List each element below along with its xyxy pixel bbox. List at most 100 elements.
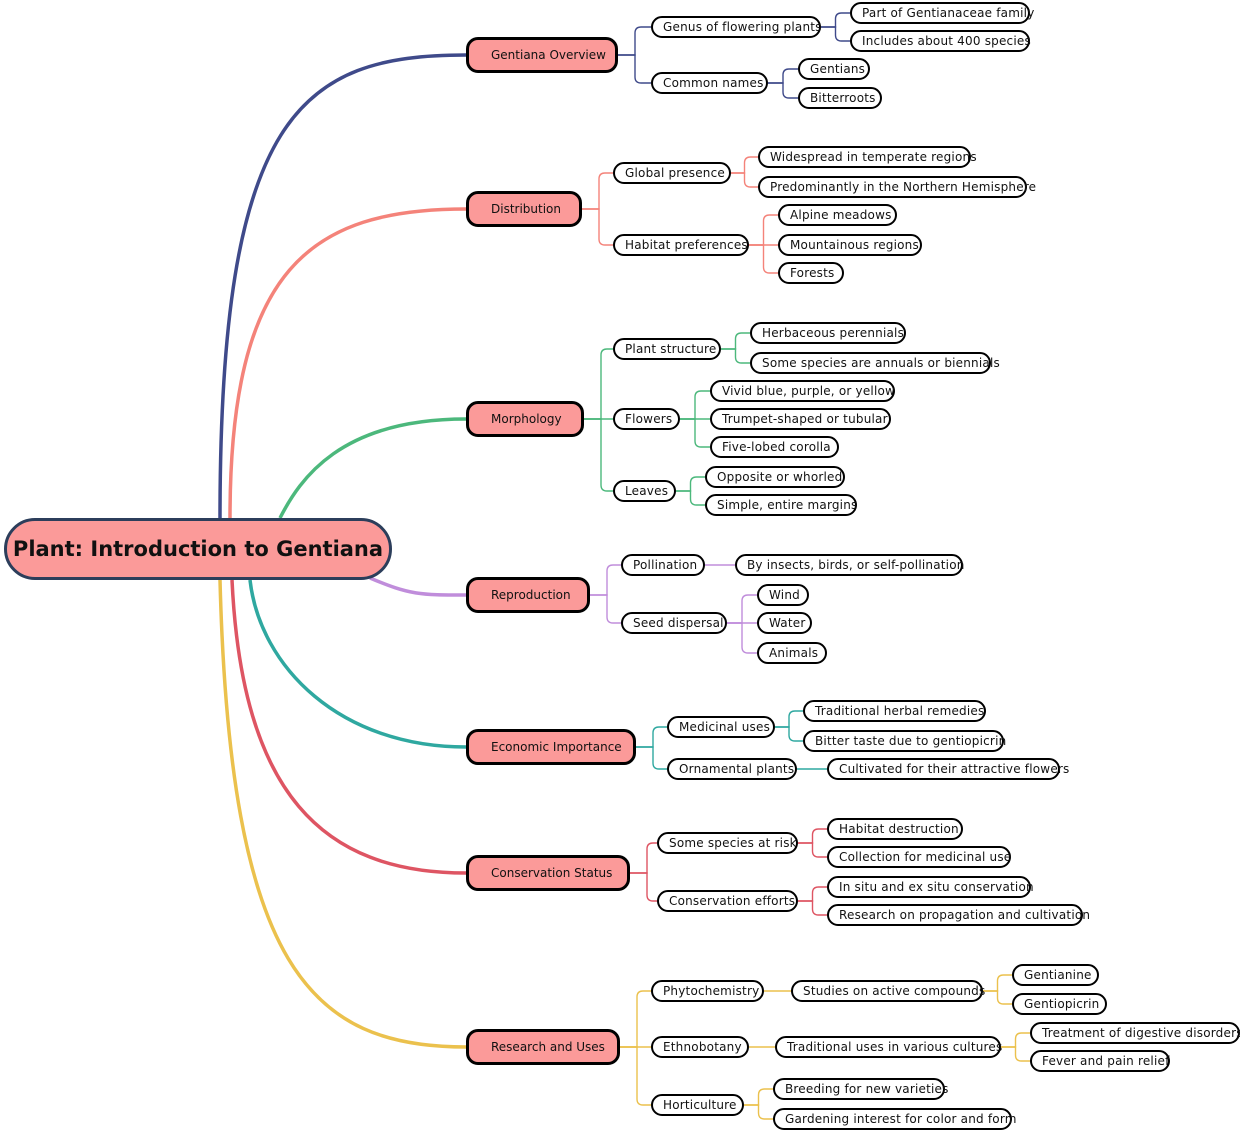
connector-line — [618, 26, 651, 56]
connector-line — [744, 1104, 773, 1120]
leaf-topic[interactable]: Wind — [757, 584, 809, 606]
connector-line — [721, 332, 750, 350]
leaf-topic[interactable]: By insects, birds, or self-pollination — [735, 554, 964, 576]
subtopic-leaves[interactable]: Leaves — [613, 480, 676, 502]
connector-line — [727, 622, 757, 654]
subtopic-risk[interactable]: Some species at risk — [657, 832, 798, 854]
connector-line — [584, 348, 613, 420]
subtopic-genus[interactable]: Genus of flowering plants — [651, 16, 821, 38]
leaf-topic[interactable]: Fever and pain relief — [1030, 1050, 1170, 1072]
leaf-topic[interactable]: Predominantly in the Northern Hemisphere — [758, 176, 1036, 198]
subtopic-ornamental[interactable]: Ornamental plants — [667, 758, 797, 780]
connector-line — [620, 990, 651, 1048]
subtopic-ethno-detail[interactable]: Traditional uses in various cultures — [775, 1036, 1002, 1058]
connector-line — [744, 1088, 773, 1106]
leaf-topic[interactable]: Traditional herbal remedies — [803, 700, 986, 722]
connector-line — [630, 872, 657, 902]
leaf-topic[interactable]: Gentiopicrin — [1012, 993, 1107, 1015]
connector-line — [582, 208, 613, 246]
leaf-topic[interactable]: Vivid blue, purple, or yellow — [710, 380, 895, 402]
connector-line — [798, 842, 827, 858]
leaf-topic[interactable]: In situ and ex situ conservation — [827, 876, 1034, 898]
leaf-topic[interactable]: Simple, entire margins — [705, 494, 857, 516]
connector-line — [590, 564, 621, 596]
connector-line — [983, 974, 1012, 992]
leaf-topic[interactable]: Forests — [778, 262, 844, 284]
leaf-topic[interactable]: Trumpet-shaped or tubular — [710, 408, 891, 430]
connector-line — [676, 476, 705, 492]
leaf-topic[interactable]: Gentians — [798, 58, 870, 80]
subtopic-flowers[interactable]: Flowers — [613, 408, 680, 430]
connector-line — [680, 418, 710, 448]
connector-line — [731, 172, 758, 188]
topic-reproduction[interactable]: Reproduction — [466, 577, 590, 613]
subtopic-structure[interactable]: Plant structure — [613, 338, 721, 360]
leaf-topic[interactable]: Research on propagation and cultivation — [827, 904, 1090, 926]
connector-line — [721, 348, 750, 364]
leaf-topic[interactable]: Bitterroots — [798, 87, 882, 109]
leaf-topic[interactable]: Some species are annuals or biennials — [750, 352, 1000, 374]
subtopic-horti[interactable]: Horticulture — [651, 1094, 744, 1116]
leaf-topic[interactable]: Opposite or whorled — [705, 466, 845, 488]
root-topic[interactable]: Plant: Introduction to Gentiana — [4, 518, 392, 580]
topic-distribution[interactable]: Distribution — [466, 191, 582, 227]
connector-line — [731, 156, 758, 174]
leaf-topic[interactable]: Alpine meadows — [778, 204, 897, 226]
subtopic-phyto[interactable]: Phytochemistry — [651, 980, 764, 1002]
connector-line — [749, 244, 778, 274]
connector-line — [768, 82, 798, 99]
branch-curve-distribution — [228, 207, 467, 519]
leaf-topic[interactable]: Treatment of digestive disorders — [1030, 1022, 1240, 1044]
leaf-topic[interactable]: Breeding for new varieties — [773, 1078, 948, 1100]
leaf-topic[interactable]: Part of Gentianaceae family — [850, 2, 1034, 24]
leaf-topic[interactable]: Collection for medicinal use — [827, 846, 1011, 868]
connector-line — [630, 842, 657, 874]
leaf-topic[interactable]: Herbaceous perennials — [750, 322, 906, 344]
connector-line — [727, 594, 757, 624]
connector-line — [1001, 1032, 1030, 1048]
connector-line — [821, 26, 850, 42]
branch-curve-overview — [218, 53, 467, 519]
connector-line — [775, 710, 803, 728]
topic-economic[interactable]: Economic Importance — [466, 729, 636, 765]
connector-line — [749, 214, 778, 246]
subtopic-medicinal[interactable]: Medicinal uses — [667, 716, 775, 738]
subtopic-pollination[interactable]: Pollination — [621, 554, 705, 576]
connector-line — [983, 990, 1012, 1005]
connector-line — [582, 172, 613, 210]
subtopic-common[interactable]: Common names — [651, 72, 768, 94]
branch-curve-economic — [248, 579, 467, 749]
topic-overview[interactable]: Gentiana Overview — [466, 37, 618, 73]
connector-line — [584, 418, 613, 492]
connector-line — [636, 726, 667, 748]
leaf-topic[interactable]: Animals — [757, 642, 827, 664]
leaf-topic[interactable]: Gentianine — [1012, 964, 1099, 986]
branch-curve-reproduction — [369, 576, 467, 597]
topic-research[interactable]: Research and Uses — [466, 1029, 620, 1065]
connector-line — [636, 746, 667, 770]
subtopic-habitat[interactable]: Habitat preferences — [613, 234, 749, 256]
leaf-topic[interactable]: Five-lobed corolla — [710, 436, 839, 458]
leaf-topic[interactable]: Gardening interest for color and form — [773, 1108, 1016, 1130]
leaf-topic[interactable]: Bitter taste due to gentiopicrin — [803, 730, 1006, 752]
leaf-topic[interactable]: Habitat destruction — [827, 818, 963, 840]
leaf-topic[interactable]: Cultivated for their attractive flowers — [827, 758, 1069, 780]
subtopic-phyto-detail[interactable]: Studies on active compounds — [791, 980, 985, 1002]
connector-line — [620, 1046, 651, 1106]
leaf-topic[interactable]: Includes about 400 species — [850, 30, 1031, 52]
leaf-topic[interactable]: Mountainous regions — [778, 234, 922, 256]
connector-line — [768, 68, 798, 84]
topic-conservation[interactable]: Conservation Status — [466, 855, 630, 891]
leaf-topic[interactable]: Widespread in temperate regions — [758, 146, 977, 168]
subtopic-efforts[interactable]: Conservation efforts — [657, 890, 798, 912]
subtopic-global[interactable]: Global presence — [613, 162, 731, 184]
topic-morphology[interactable]: Morphology — [466, 401, 584, 437]
leaf-topic[interactable]: Water — [757, 612, 812, 634]
connector-line — [618, 54, 651, 84]
connector-line — [798, 886, 827, 902]
connector-line — [590, 594, 621, 624]
subtopic-seed[interactable]: Seed dispersal — [621, 612, 727, 634]
subtopic-ethno[interactable]: Ethnobotany — [651, 1036, 749, 1058]
